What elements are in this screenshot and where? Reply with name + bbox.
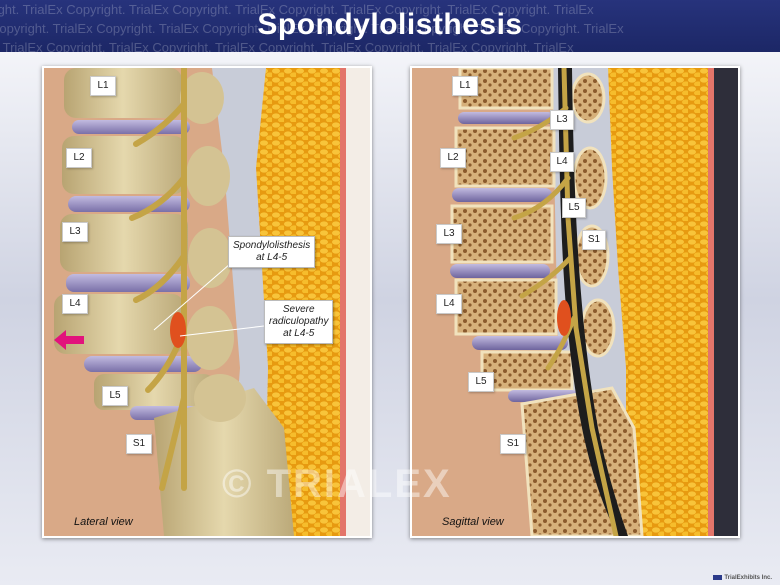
posterior-elements — [180, 72, 246, 422]
label-l1: L1 — [90, 76, 116, 96]
forward-slip-arrow — [54, 330, 84, 350]
label-sagittal-l3: L3 — [436, 224, 462, 244]
brand-mark-icon — [713, 574, 723, 580]
compressed-nerve — [170, 312, 186, 348]
label-s1: S1 — [126, 434, 152, 454]
label-process-s1: S1 — [582, 230, 606, 250]
watermark-line-3: Copyright. TrialEx Copyright. TrialEx Co… — [0, 40, 574, 52]
watermark-line-2: Copyright. TrialEx Copyright. TrialEx Co… — [0, 21, 624, 36]
sagittal-view-panel: L1 L2 L3 L4 L5 S1 L3 L4 L5 S1 Sagittal v… — [410, 66, 740, 538]
sagittal-view-caption: Sagittal view — [442, 516, 504, 528]
compressed-nerve-sagittal — [557, 300, 571, 336]
copyright-watermark: Copyright. TrialEx Copyright. TrialEx Co… — [0, 0, 780, 52]
callout-radiculopathy: Severe radiculopathy at L4-5 — [264, 300, 334, 344]
callout-spondylolisthesis: Spondylolisthesis at L4-5 — [228, 236, 316, 268]
label-sagittal-l2: L2 — [440, 148, 466, 168]
title-banner — [0, 0, 780, 52]
sagittal-spine-illustration — [412, 68, 738, 536]
label-sagittal-l4: L4 — [436, 294, 462, 314]
label-sagittal-l1: L1 — [452, 76, 478, 96]
watermark-line-1: Copyright. TrialEx Copyright. TrialEx Co… — [0, 2, 594, 17]
nerve-roots — [129, 68, 187, 491]
trialex-logo-watermark: © TRIALEX — [222, 462, 452, 506]
label-sagittal-l5: L5 — [468, 372, 494, 392]
footer-logo: TrialExhibits Inc. — [713, 574, 772, 581]
sacrum — [154, 388, 294, 536]
footer-brand-text: TrialExhibits Inc. — [724, 575, 772, 581]
label-l4: L4 — [62, 294, 88, 314]
callout-radiculopathy-line1: Severe — [282, 304, 315, 315]
lateral-view-panel: L1 L2 L3 L4 L5 S1 Spondylolisthesis at L… — [42, 66, 372, 538]
vertebral-bodies — [54, 68, 294, 536]
label-process-l3: L3 — [550, 110, 574, 130]
label-l2: L2 — [66, 148, 92, 168]
lateral-view-caption: Lateral view — [74, 516, 133, 528]
label-l5: L5 — [102, 386, 128, 406]
label-sagittal-s1: S1 — [500, 434, 526, 454]
spondylolisthesis-leader — [153, 263, 231, 331]
radiculopathy-leader — [179, 325, 265, 337]
callout-spondylolisthesis-line2: at L4-5 — [256, 252, 288, 263]
page-title: Spondylolisthesis — [257, 8, 523, 41]
callout-radiculopathy-line2: radiculopathy — [269, 316, 329, 327]
label-process-l4: L4 — [550, 152, 574, 172]
callout-spondylolisthesis-line1: Spondylolisthesis — [233, 240, 311, 251]
callout-radiculopathy-line3: at L4-5 — [283, 328, 315, 339]
fat-layer-sagittal — [608, 68, 708, 536]
label-l3: L3 — [62, 222, 88, 242]
label-process-l5: L5 — [562, 198, 586, 218]
